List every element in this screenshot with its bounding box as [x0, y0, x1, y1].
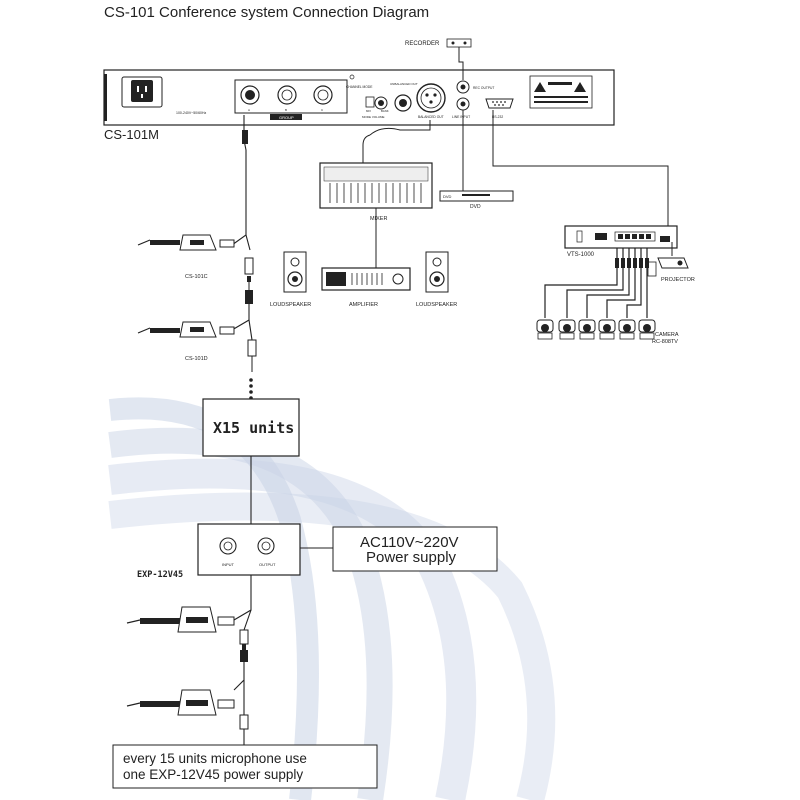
exp-name: EXP-12V45 [137, 570, 183, 580]
mixer: MIXER [319, 120, 433, 222]
ptz-cameras: CAMERA RC-808TV [536, 319, 679, 345]
mixer-label: MIXER [370, 216, 387, 222]
background-swoosh [108, 397, 556, 800]
amplifier-label: AMPLIFIER [349, 302, 378, 308]
mix-label: MIX [366, 109, 371, 113]
camera-label-line2: RC-808TV [652, 339, 678, 345]
exp-input-label: INPUT [222, 562, 235, 567]
exp-output-label: OUTPUT [259, 562, 276, 567]
delegate-microphone: CS-101D [137, 321, 235, 362]
port-c-label: C [321, 108, 324, 112]
loudspeaker-right-label: LOUDSPEAKER [416, 302, 457, 308]
projector: PROJECTOR [647, 242, 695, 283]
chairman-microphone: CS-101C [137, 234, 235, 280]
loudspeaker-left-label: LOUDSPEAKER [270, 302, 311, 308]
power-supply-line1: AC110V~220V [360, 534, 459, 551]
camera-cable-plugs [615, 258, 649, 268]
channel-mode-label: CHANNEL MODE [346, 85, 373, 89]
recorder-label: RECORDER [405, 41, 440, 47]
main-unit-name: CS-101M [104, 127, 159, 142]
recorder: RECORDER [405, 38, 472, 48]
camera-cables [544, 248, 648, 318]
microphone-unit-icon [126, 606, 235, 633]
power-supply-box: AC110V~220V Power supply [332, 526, 498, 572]
balanced-out-label: BALANCED OUT [418, 115, 444, 119]
power-inlet-icon [121, 76, 163, 108]
daisy-chain-plug-2 [247, 339, 257, 372]
camera-icon [638, 319, 656, 340]
units-box-label: X15 units [213, 419, 294, 437]
daisy-chain-plug-1 [231, 257, 254, 341]
note-line2: one EXP-12V45 power supply [123, 767, 303, 782]
vts-controller: VTS-1000 [564, 225, 678, 258]
continuation-dots [249, 378, 253, 400]
chairman-mic-label: CS-101C [185, 274, 208, 280]
units-box: X15 units [202, 398, 300, 524]
dvd-player: DVD DVD [439, 110, 514, 210]
camera-label-line1: CAMERA [655, 332, 679, 338]
audio-output-chain: LOUDSPEAKER AMPLIFIER LOUDSPEAKER [270, 208, 457, 308]
note-box: every 15 units microphone use one EXP-12… [112, 744, 378, 789]
rs232-port: RS-232 [485, 98, 514, 119]
unbalanced-label: UNBALANCED OUT [390, 82, 418, 86]
speaker-icon-left [283, 251, 307, 293]
diagram-title: CS-101 Conference system Connection Diag… [104, 4, 429, 21]
projector-label: PROJECTOR [661, 277, 695, 283]
line-input-label: LINE INPUT [452, 115, 470, 119]
camera-icon [578, 319, 596, 340]
power-voltage-label: 100-240V~50/60Hz [176, 111, 207, 115]
camera-icon [618, 319, 636, 340]
speaker-icon-right [425, 251, 449, 293]
rs232-label: RS-232 [492, 115, 503, 119]
camera-icon [558, 319, 576, 340]
exp-power-unit: INPUT OUTPUT EXP-12V45 [137, 523, 333, 580]
lower-chain-cable [233, 575, 252, 745]
camera-icon [598, 319, 616, 340]
mic-port-group: A B C GROUP [234, 79, 348, 120]
note-line1: every 15 units microphone use [123, 751, 307, 766]
camera-icon [536, 319, 554, 340]
rec-output-label: REC OUTPUT [473, 86, 494, 90]
bank-label: BANK [381, 109, 389, 113]
main-unit-panel: 100-240V~50/60Hz A B C GROUP CHANNEL MOD… [103, 69, 615, 126]
port-a-label: A [248, 108, 250, 112]
dvd-brand: DVD [443, 194, 452, 199]
power-supply-line2: Power supply [366, 549, 457, 566]
port-b-label: B [285, 108, 287, 112]
group-label: GROUP [279, 115, 294, 120]
mode-volume-controls: CHANNEL MODE MIX BANK MODE VOLUME [346, 74, 389, 119]
balanced-out-xlr: BALANCED OUT [416, 83, 446, 119]
warning-label-icon [529, 75, 593, 109]
delegate-mic-label: CS-101D [185, 356, 208, 362]
mode-volume-label: MODE VOLUME [362, 115, 385, 119]
vts-label: VTS-1000 [567, 252, 595, 258]
microphone-unit-icon [126, 689, 235, 716]
lower-chain-plugs [239, 629, 249, 730]
rca-jacks: REC OUTPUT LINE INPUT [452, 80, 494, 119]
dvd-label: DVD [470, 204, 481, 210]
amplifier-icon [321, 267, 411, 291]
unbalanced-out-jack: UNBALANCED OUT [390, 82, 418, 112]
